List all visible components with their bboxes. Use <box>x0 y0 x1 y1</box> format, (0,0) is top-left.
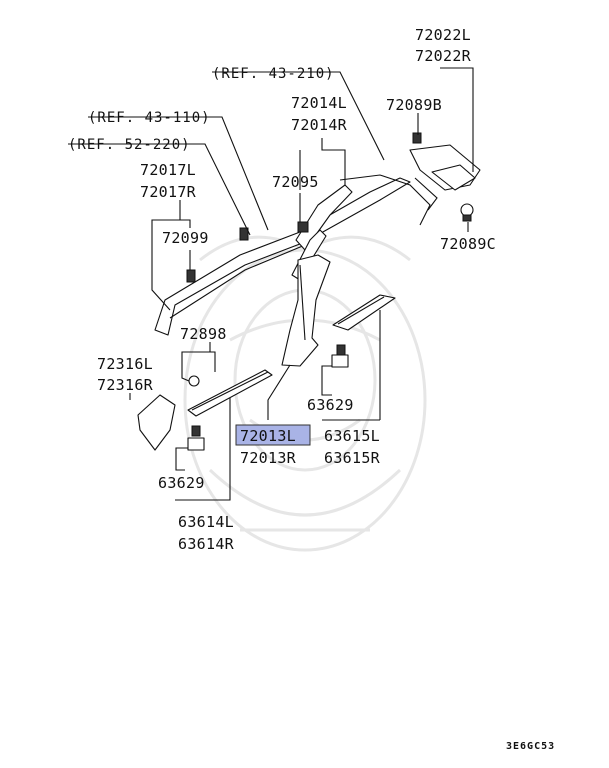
label-72089b: 72089B <box>386 96 442 114</box>
clip-72089b <box>412 132 422 144</box>
label-63614r: 63614R <box>178 535 235 553</box>
ref-43-110: (REF. 43-110) <box>88 110 211 126</box>
label-63614l: 63614L <box>178 513 234 531</box>
label-72099: 72099 <box>162 229 209 247</box>
clip-72095 <box>297 221 309 233</box>
clip-72898 <box>188 375 200 387</box>
ref-43-210: (REF. 43-210) <box>212 66 335 82</box>
clip-72099 <box>186 269 196 283</box>
label-72095: 72095 <box>272 173 319 191</box>
scuff-plate-right <box>332 294 396 331</box>
label-72316l: 72316L <box>97 355 153 373</box>
label-72017l: 72017L <box>140 161 196 179</box>
highlight-72013l <box>235 424 311 446</box>
door-opening-trim <box>339 174 431 226</box>
roof-side-garnish <box>154 177 411 336</box>
label-72017r: 72017R <box>140 183 197 201</box>
leader-lines <box>68 67 474 501</box>
label-72013l: 72013L <box>240 427 296 445</box>
clip-63629-right <box>331 354 349 368</box>
label-72089c: 72089C <box>440 235 496 253</box>
label-72014r: 72014R <box>291 116 348 134</box>
label-72022l: 72022L <box>415 26 471 44</box>
label-63615r: 63615R <box>324 449 381 467</box>
lower-trim-72316 <box>137 394 176 451</box>
diagram-code: 3E6GC53 <box>506 741 555 752</box>
clip-72017 <box>239 227 249 241</box>
label-72898: 72898 <box>180 325 227 343</box>
label-72013r: 72013R <box>240 449 297 467</box>
clip-63629-left <box>187 437 205 451</box>
label-63629-left: 63629 <box>158 474 205 492</box>
label-72014l: 72014L <box>291 94 347 112</box>
ref-52-220: (REF. 52-220) <box>68 137 191 153</box>
label-72022r: 72022R <box>415 47 472 65</box>
scuff-plate-left <box>187 369 273 417</box>
label-72316r: 72316R <box>97 376 154 394</box>
center-pillar-upper-trim <box>281 254 331 367</box>
clip-72089c <box>460 203 474 222</box>
label-63615l: 63615L <box>324 427 380 445</box>
label-63629-right: 63629 <box>307 396 354 414</box>
